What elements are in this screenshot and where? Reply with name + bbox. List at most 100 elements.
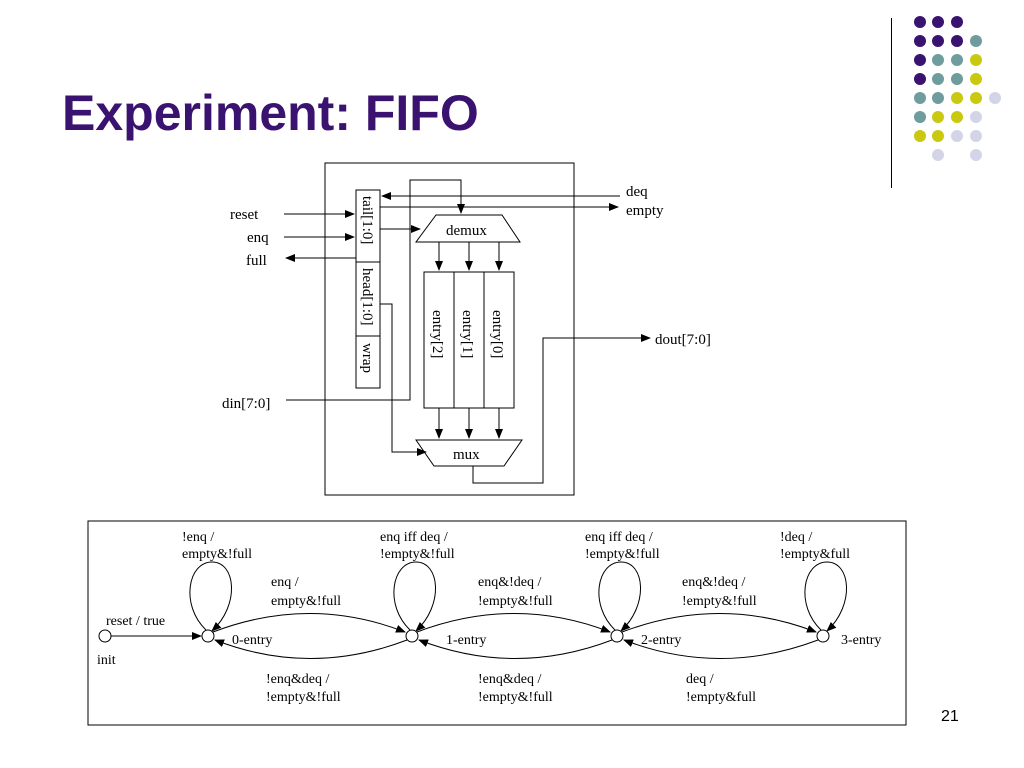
self-loop-label: !enq / bbox=[182, 530, 214, 545]
init-label: init bbox=[97, 653, 116, 668]
reset-label: reset bbox=[230, 207, 259, 223]
register-stack bbox=[355, 189, 381, 389]
dot bbox=[970, 92, 982, 104]
dot bbox=[951, 92, 963, 104]
backward-transition-1 bbox=[418, 639, 613, 659]
dot bbox=[970, 149, 982, 161]
backward-transition-label: !enq&deq / bbox=[266, 672, 329, 687]
self-loop-label: enq iff deq / bbox=[380, 530, 448, 545]
dot bbox=[951, 111, 963, 123]
state-label-0: 0-entry bbox=[232, 633, 272, 648]
dot bbox=[914, 111, 926, 123]
entry-label: entry[0] bbox=[489, 310, 505, 358]
fsm-diagram bbox=[87, 520, 907, 726]
dot bbox=[970, 54, 982, 66]
demux-label: demux bbox=[446, 223, 487, 239]
init-node bbox=[98, 629, 112, 643]
dout-label: dout[7:0] bbox=[655, 332, 711, 348]
dot bbox=[951, 73, 963, 85]
dot bbox=[932, 149, 944, 161]
dot bbox=[932, 111, 944, 123]
dot bbox=[914, 73, 926, 85]
state-node-1 bbox=[405, 629, 419, 643]
wrap-register-label: wrap bbox=[359, 343, 375, 373]
enq-label: enq bbox=[247, 230, 269, 246]
forward-transition-label: !empty&!full bbox=[682, 594, 757, 609]
din-wire bbox=[286, 179, 465, 401]
fsm-frame bbox=[87, 520, 907, 726]
dot bbox=[951, 16, 963, 28]
self-loop-label: enq iff deq / bbox=[585, 530, 653, 545]
state-node-0 bbox=[201, 629, 215, 643]
dot bbox=[914, 130, 926, 142]
self-loop-label: !deq / bbox=[780, 530, 812, 545]
backward-transition-label: !empty&!full bbox=[266, 690, 341, 705]
schematic-labels: reset enq full din[7:0] deq empty dout[7… bbox=[222, 184, 711, 463]
self-loop-label: !empty&!full bbox=[585, 547, 660, 562]
deq-label: deq bbox=[626, 184, 648, 200]
full-label: full bbox=[246, 253, 267, 269]
dot bbox=[951, 54, 963, 66]
self-loop-label: !empty&full bbox=[780, 547, 850, 562]
backward-transition-0 bbox=[214, 639, 408, 659]
dot bbox=[914, 54, 926, 66]
forward-transition-label: enq&!deq / bbox=[682, 575, 745, 590]
self-loop-1 bbox=[393, 561, 436, 632]
tail-register-label: tail[1:0] bbox=[359, 196, 375, 244]
backward-transition-label: !enq&deq / bbox=[478, 672, 541, 687]
empty-label: empty bbox=[626, 203, 664, 219]
state-label-2: 2-entry bbox=[641, 633, 681, 648]
fifo-schematic bbox=[284, 162, 651, 496]
din-label: din[7:0] bbox=[222, 396, 270, 412]
forward-transition-2 bbox=[621, 613, 817, 633]
dout-wire bbox=[472, 334, 651, 484]
dot bbox=[970, 73, 982, 85]
self-loop-3 bbox=[804, 561, 847, 632]
entry-label: entry[2] bbox=[429, 310, 445, 358]
decorative-dot-grid bbox=[914, 16, 1001, 161]
state-node-2 bbox=[610, 629, 624, 643]
forward-transition-label: enq&!deq / bbox=[478, 575, 541, 590]
mux-block bbox=[415, 439, 523, 467]
self-loop-0 bbox=[189, 561, 232, 632]
reset-transition-label: reset / true bbox=[106, 614, 165, 629]
self-loop-2 bbox=[598, 561, 641, 632]
dot bbox=[970, 111, 982, 123]
dot bbox=[914, 16, 926, 28]
dot bbox=[914, 35, 926, 47]
dot bbox=[989, 92, 1001, 104]
state-label-1: 1-entry bbox=[446, 633, 486, 648]
state-node-3 bbox=[816, 629, 830, 643]
dot bbox=[932, 54, 944, 66]
schematic-frame bbox=[324, 162, 575, 496]
entry-label: entry[1] bbox=[459, 310, 475, 358]
dot bbox=[932, 16, 944, 28]
self-loop-label: empty&!full bbox=[182, 547, 252, 562]
slide-title: Experiment: FIFO bbox=[62, 85, 479, 141]
dot bbox=[932, 92, 944, 104]
demux-block bbox=[415, 214, 521, 243]
dot bbox=[914, 92, 926, 104]
divider-line bbox=[891, 18, 892, 188]
state-label-3: 3-entry bbox=[841, 633, 881, 648]
forward-transition-1 bbox=[416, 613, 611, 633]
head-register-label: head[1:0] bbox=[359, 268, 375, 325]
page-number: 21 bbox=[941, 708, 959, 725]
head-to-mux-wire bbox=[380, 303, 427, 456]
self-loop-label: !empty&!full bbox=[380, 547, 455, 562]
mux-label: mux bbox=[453, 447, 480, 463]
dot bbox=[932, 130, 944, 142]
forward-transition-label: !empty&!full bbox=[478, 594, 553, 609]
backward-transition-label: deq / bbox=[686, 672, 714, 687]
dot bbox=[970, 35, 982, 47]
dot bbox=[951, 130, 963, 142]
dot bbox=[951, 35, 963, 47]
dot bbox=[932, 73, 944, 85]
backward-transition-label: !empty&full bbox=[686, 690, 756, 705]
backward-transition-label: !empty&!full bbox=[478, 690, 553, 705]
dot bbox=[970, 130, 982, 142]
forward-transition-0 bbox=[212, 613, 406, 633]
fsm-labels: init reset / true 0-entry 1-entry 2-entr… bbox=[97, 530, 881, 705]
forward-transition-label: empty&!full bbox=[271, 594, 341, 609]
